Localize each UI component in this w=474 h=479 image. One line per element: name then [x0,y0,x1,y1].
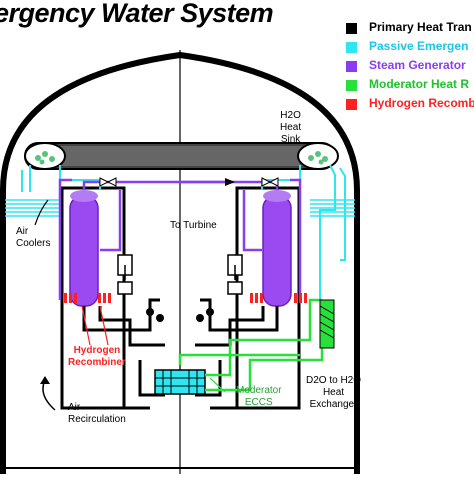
air-cooler-arrow [34,199,49,226]
right-air-cooler [310,199,355,217]
air-recirculation-arrow [42,379,56,411]
air-recirculation-label: Air Recirculation [68,402,126,425]
primary-heat-transport [82,298,279,397]
legend-swatch [346,99,357,110]
reactor-core [154,369,206,395]
legend-label: Steam Generator [369,58,466,72]
hydrogen-recombiner-label: Hydrogen Recombiner [68,345,126,368]
air-coolers-label: Air Coolers [16,226,51,249]
heat-sink-label: H2O Heat Sink [280,110,302,145]
moderator-loop [178,298,324,392]
legend-swatch [346,42,357,53]
right-pump [227,254,243,295]
feeder-headers [146,308,214,322]
legend-label: Passive Emergen [369,39,469,53]
right-hydrogen-recombiner [250,293,307,303]
moderator-eccs-label: Moderator ECCS [236,385,282,408]
to-turbine-label: To Turbine [170,220,217,231]
page-title: ergency Water System [0,0,274,28]
legend-swatch [346,23,357,34]
left-hydrogen-recombiner [64,293,111,303]
steam-valves [99,177,279,187]
legend-swatch [346,61,357,72]
heat-exchanger-label: D2O to H2O Heat Exchanger [306,375,362,410]
left-air-cooler [5,199,60,217]
legend-label: Primary Heat Tran [369,20,472,34]
left-pump [117,254,133,295]
legend-label: Hydrogen Recomb [369,96,474,110]
legend-swatch [346,80,357,91]
right-steam-generator [262,195,292,307]
legend-label: Moderator Heat R [369,77,470,91]
left-steam-generator [69,195,99,307]
